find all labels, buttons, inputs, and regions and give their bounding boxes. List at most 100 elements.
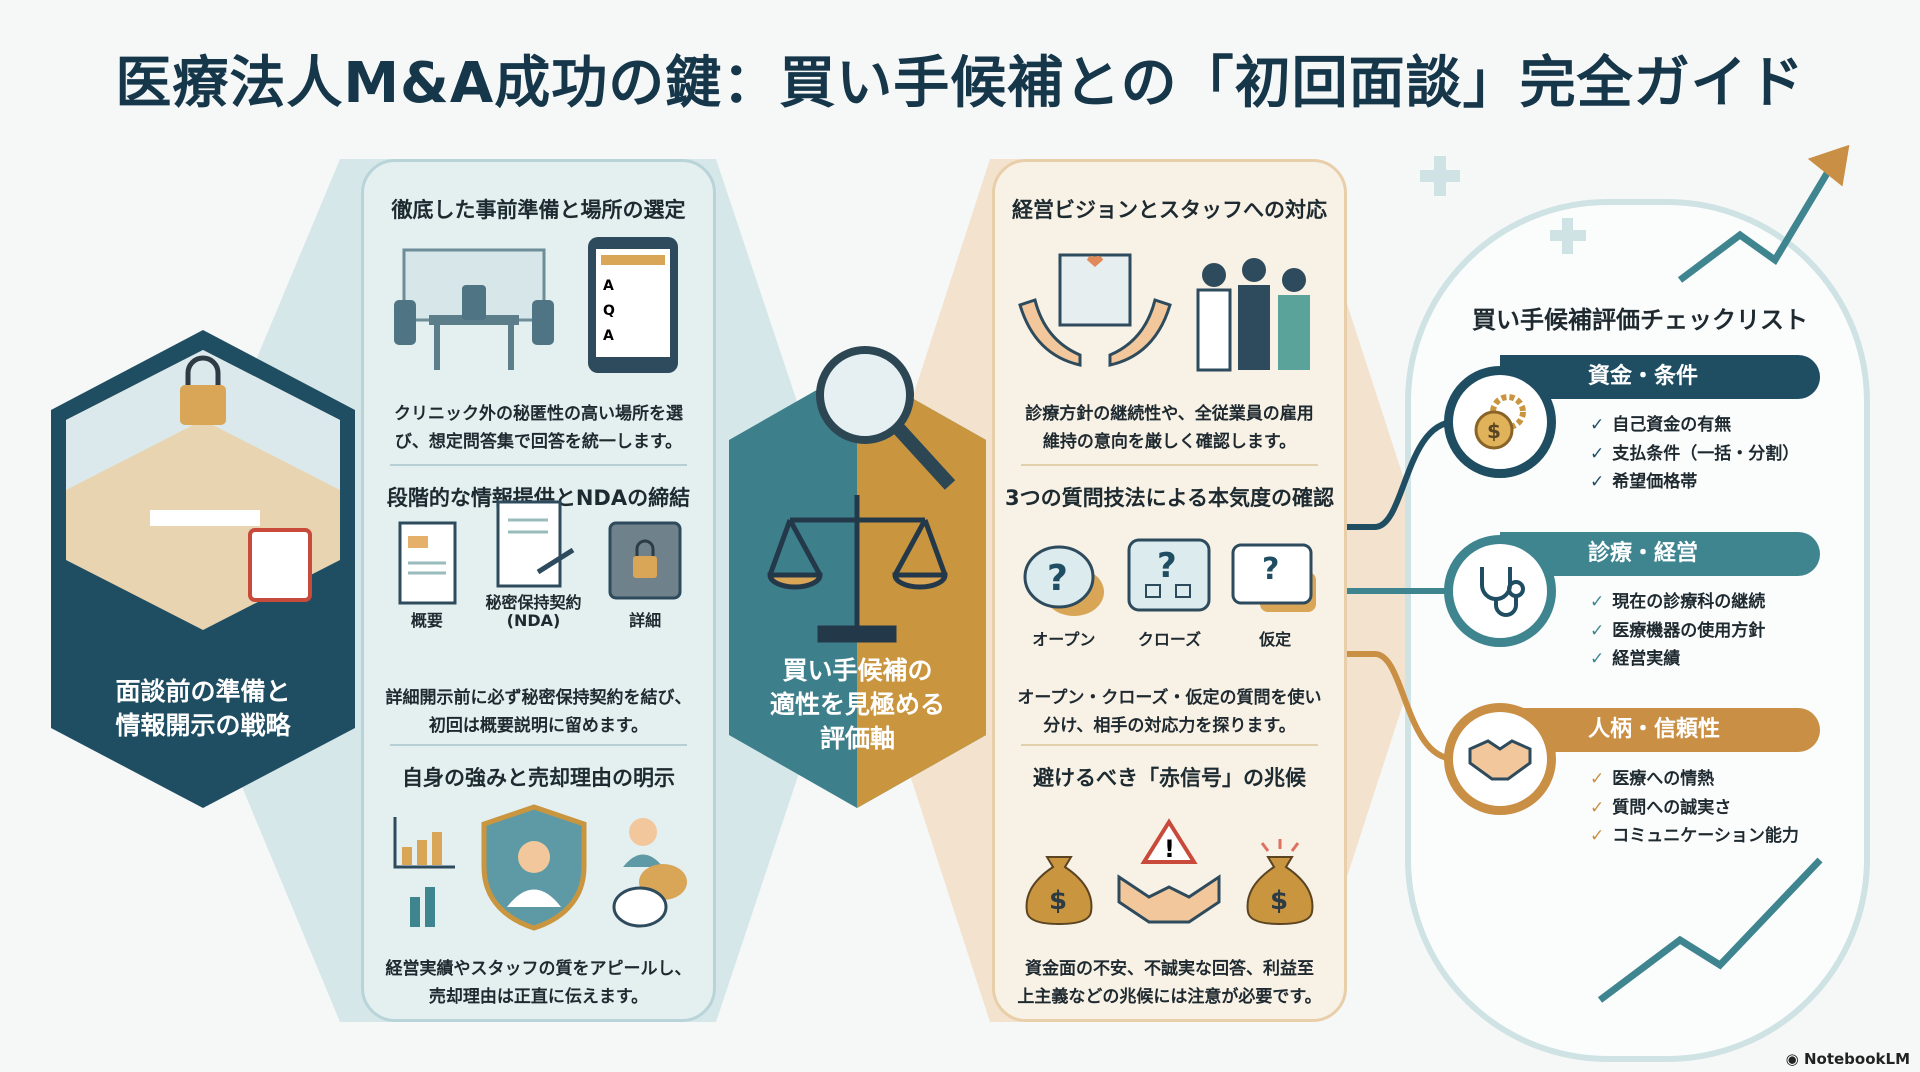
checklist-item: ✓ 支払条件（一括・分割） [1590,440,1799,469]
svg-text:$: $ [1049,886,1067,916]
checklist-item: ✓希望価格帯 [1590,468,1799,497]
handshake-icon [1468,739,1532,781]
item-text: 経営実績 [1612,649,1681,669]
check-icon: ✓ [1590,443,1605,464]
closed-question-bubble-icon: ? [1127,538,1211,612]
checklist-group-funds: 資金・条件 [1500,355,1820,399]
checklist-items-character: ✓ 医療への情熱 ✓ 質問への誠実さ ✓ コミュニケーション能力 [1590,765,1799,851]
check-icon: ✓ [1590,620,1605,641]
svg-text:?: ? [1157,546,1177,586]
check-icon: ✓ [1590,797,1605,818]
body-line: 診療方針の継続性や、全従業員の雇用 [1025,404,1314,424]
checklist-group-character: 人柄・信頼性 [1500,708,1820,752]
checklist-item: ✓ 医療への情熱 [1590,765,1799,794]
section-icons: $ ! $ [995,802,1344,927]
checklist-items-funds: ✓自己資金の有無 ✓ 支払条件（一括・分割） ✓希望価格帯 [1590,411,1799,497]
svg-text:A: A [603,328,614,344]
question-hypothetical: ?仮定 [1230,537,1320,649]
item-text: 支払条件（一括・分割） [1612,443,1800,464]
divider [390,744,687,746]
divider [390,464,687,466]
detail-safe: 詳細 [605,518,685,630]
section-icons [364,797,713,932]
check-icon: ✓ [1590,472,1605,492]
checklist-icon-character [1444,703,1556,815]
stethoscope-icon [1480,567,1525,617]
body-line: オープン・クローズ・仮定の質問を使い [1017,688,1322,708]
tablet-qa-icon: AQA [587,237,678,373]
signing-contract-icon [496,500,575,588]
svg-text:Q: Q [603,303,615,319]
svg-text:?: ? [1047,558,1068,599]
notebooklm-logo: ◉ NotebookLM [1786,1050,1910,1068]
body-line: クリニック外の秘匿性の高い場所を選 [394,404,683,424]
notebooklm-icon: ◉ [1785,1050,1804,1068]
section-icons [995,230,1344,375]
checklist-icon-funds: $ [1444,366,1556,478]
section-heading: 避けるべき「赤信号」の兆候 [1033,766,1306,790]
label-detail: 詳細 [629,611,662,630]
body-line: 分け、相手の対応力を探ります。 [1043,716,1296,736]
checklist-item: ✓現在の診療科の継続 [1590,588,1765,617]
section-heading: 3つの質問技法による本気度の確認 [1005,486,1334,510]
body-line: 維持の意向を厳しく確認します。 [1042,432,1297,452]
body-line: 初回は概要説明に留めます。 [428,716,649,736]
divider [1021,744,1318,746]
page-title: 医療法人M&A成功の鍵：買い手候補との「初回面談」完全ガイド [115,51,1805,116]
item-text: コミュニケーション能力 [1612,826,1799,846]
hypothetical-question-bubble-icon: ? [1231,543,1317,612]
body-line: び、想定問答集で回答を統一します。 [394,432,683,452]
checklist-item: ✓自己資金の有無 [1590,411,1799,440]
open-question-bubble-icon: ? [1023,545,1104,616]
item-text: 質問への誠実さ [1612,797,1732,818]
section-heading: 徹底した事前準備と場所の選定 [391,198,686,222]
section-body: 詳細開示前に必ず秘密保持契約を結び、初回は概要説明に留めます。 [364,684,713,740]
overview-doc: 概要 [392,518,462,630]
body-line: 資金面の不安、不誠実な回答、利益至 [1025,959,1314,979]
scales-icon [767,495,948,643]
label-overview: 概要 [410,611,443,630]
check-icon: ✓ [1590,769,1605,789]
document-icon [398,521,457,605]
section-icons: 概要 秘密保持契約(NDA) 詳細 [364,500,713,630]
question-close: ? クローズ [1124,537,1214,649]
svg-text:A: A [603,278,614,294]
svg-text:!: ! [1164,835,1175,863]
svg-text:?: ? [1262,552,1279,587]
center-hexagon-line: 評価軸 [819,724,895,753]
check-icon: ✓ [1590,415,1605,435]
left-hexagon-label: 面談前の準備と 情報開示の戦略 [51,675,355,743]
label-close: クローズ [1137,630,1202,649]
item-text: 医療機器の使用方針 [1612,620,1766,641]
nda-doc: 秘密保持契約(NDA) [485,500,582,630]
money-bag-alert-icon: $ [1246,839,1314,926]
money-bag-icon: $ [1025,856,1093,926]
svg-text:$: $ [1270,886,1288,916]
coin-gear-icon: $ [1474,394,1526,450]
check-icon: ✓ [1590,826,1605,846]
medical-staff-icon [1196,258,1310,372]
section-heading: 経営ビジョンとスタッフへの対応 [1012,198,1327,222]
checklist-title: 買い手候補評価チェックリスト [1472,306,1808,334]
section-heading: 自身の強みと売却理由の明示 [402,766,675,790]
body-line: 詳細開示前に必ず秘密保持契約を結び、 [385,688,692,708]
center-hexagon-line: 買い手候補の [782,656,933,685]
left-hexagon-line: 面談前の準備と [115,677,291,706]
checklist-item: ✓ 質問への誠実さ [1590,794,1799,823]
body-line: 売却理由は正直に伝えます。 [428,987,649,1007]
item-text: 医療への情熱 [1612,769,1715,789]
checklist-group-medical: 診療・経営 [1500,532,1820,576]
doctor-shield-icon [481,804,586,931]
label-open: オープン [1032,630,1096,649]
item-text: 現在の診療科の継続 [1612,592,1766,612]
center-hexagon-line: 適性を見極める [769,690,945,719]
hands-hospital-icon [1018,253,1173,367]
growth-arrow-icon [1597,144,1850,1003]
label-nda: 秘密保持契約 [485,593,582,612]
body-line: 経営実績やスタッフの質をアピールし、 [385,959,692,979]
logo-text: NotebookLM [1803,1050,1910,1068]
left-hexagon-line: 情報開示の戦略 [115,711,291,740]
section-body: 経営実績やスタッフの質をアピールし、売却理由は正直に伝えます。 [364,955,713,1011]
middle-panel: 経営ビジョンとスタッフへの対応 診療方針の継続性や、全従業員の雇用維持の意向を厳… [992,159,1347,1022]
